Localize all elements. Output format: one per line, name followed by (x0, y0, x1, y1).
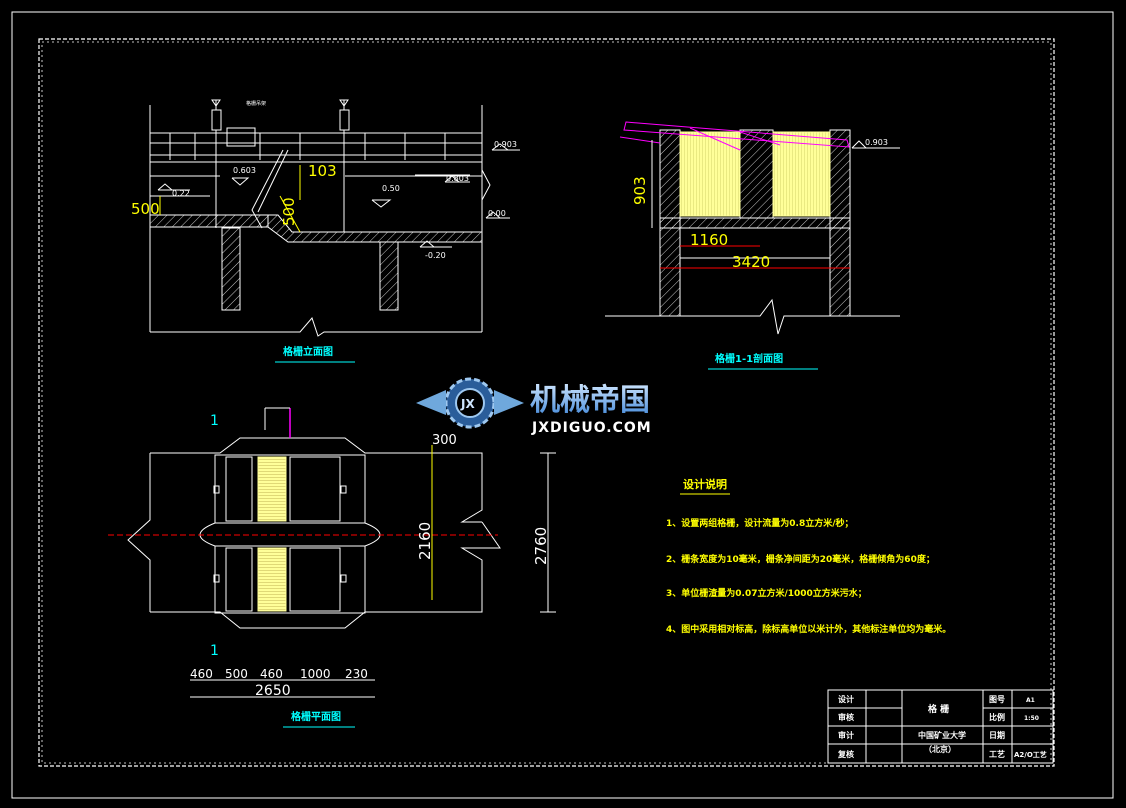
tb-field-value-1: 1:50 (1024, 715, 1039, 722)
title-block-text: 设计 审核 审计 复核 格 栅 中国矿业大学 （北京） 图号 A1 比例 1:5… (837, 694, 1047, 759)
dim-2760: 2760 (532, 527, 550, 565)
tb-field-label-3: 工艺 (989, 749, 1005, 759)
note-3: 3、单位栅渣量为0.07立方米/1000立方米污水； (666, 587, 867, 599)
dim-2160: 2160 (416, 522, 434, 560)
note-1: 1、设置两组格栅，设计流量为0.8立方米/秒； (666, 517, 854, 529)
tb-drawing-name: 格 栅 (928, 703, 949, 715)
plan-view (108, 407, 556, 698)
dim-903: 903 (631, 176, 649, 205)
tb-field-value-0: A1 (1026, 697, 1035, 704)
design-notes: 设计说明 1、设置两组格栅，设计流量为0.8立方米/秒； 2、栅条宽度为10毫米… (666, 477, 951, 635)
sheet-frame (11, 11, 1114, 799)
section-mark-top: 1 (210, 413, 219, 429)
note-2: 2、栅条宽度为10毫米，栅条净间距为20毫米，格栅倾角为60度； (666, 553, 935, 565)
tb-school: 中国矿业大学 (918, 730, 966, 740)
watermark-logo: JX (460, 397, 475, 411)
tb-field-label-1: 比例 (989, 712, 1005, 722)
tb-label-recheck: 复核 (837, 749, 854, 759)
elev-label-0903: 0.903 (494, 140, 517, 149)
elev-label-022: 0.22 (172, 189, 190, 198)
watermark: JX 机械帝国 JXDIGUO.COM (416, 377, 652, 436)
tb-label-design: 设计 (838, 694, 854, 704)
section-title: 格栅1-1剖面图 (715, 352, 783, 365)
dim-3420: 3420 (732, 253, 770, 271)
title-block (827, 689, 1054, 764)
watermark-name: 机械帝国 (530, 383, 650, 418)
hanger-note: 格栅吊架 (246, 100, 266, 107)
tb-label-review: 审核 (838, 712, 854, 722)
note-4: 4、图中采用相对标高，除标高单位以米计外，其他标注单位均为毫米。 (666, 623, 951, 635)
section-elev-0903: 0.903 (865, 138, 888, 147)
plan-labels: 1 1 300 2160 2760 460 500 460 1000 230 2… (190, 413, 550, 699)
dim-1160: 1160 (690, 231, 728, 249)
dim-bottom-230: 230 (345, 667, 368, 681)
dim-total-2650: 2650 (255, 683, 291, 699)
elev-label-m020: -0.20 (425, 251, 446, 260)
tb-field-label-0: 图号 (989, 695, 1005, 704)
watermark-url: JXDIGUO.COM (531, 420, 652, 436)
dim-bottom-500: 500 (225, 667, 248, 681)
dim-bottom-460b: 460 (260, 667, 283, 681)
tb-field-value-3: A2/O工艺 (1014, 750, 1047, 759)
dim-300: 300 (432, 433, 457, 448)
tb-field-label-2: 日期 (989, 730, 1005, 740)
notes-heading: 设计说明 (683, 477, 727, 491)
dim-103: 103 (308, 162, 337, 180)
tb-label-audit: 审计 (838, 730, 854, 740)
elevation-dims: 103 500 500 (131, 162, 337, 226)
dim-500-incline: 500 (280, 197, 298, 226)
dim-bottom-1000: 1000 (300, 667, 331, 681)
dim-bottom-460a: 460 (190, 667, 213, 681)
elevation-labels: 格栅吊架 0.903 0.603 0.803 0.50 0.22 0.00 -0… (172, 100, 517, 260)
tb-school-sub: （北京） (924, 744, 956, 754)
section-mark-bottom: 1 (210, 643, 219, 659)
elev-label-0603: 0.603 (233, 166, 256, 175)
plan-title: 格栅平面图 (291, 710, 341, 723)
elevation-view (149, 99, 520, 337)
dim-500-left: 500 (131, 200, 160, 218)
section-labels: 0.903 903 1160 3420 (631, 138, 888, 271)
elevation-title: 格栅立面图 (283, 345, 333, 358)
wing-icon (416, 390, 446, 415)
elev-label-0803: 0.803 (446, 174, 469, 183)
elev-label-000: 0.00 (488, 209, 506, 218)
elev-label-050: 0.50 (382, 184, 400, 193)
section-view (605, 121, 900, 335)
